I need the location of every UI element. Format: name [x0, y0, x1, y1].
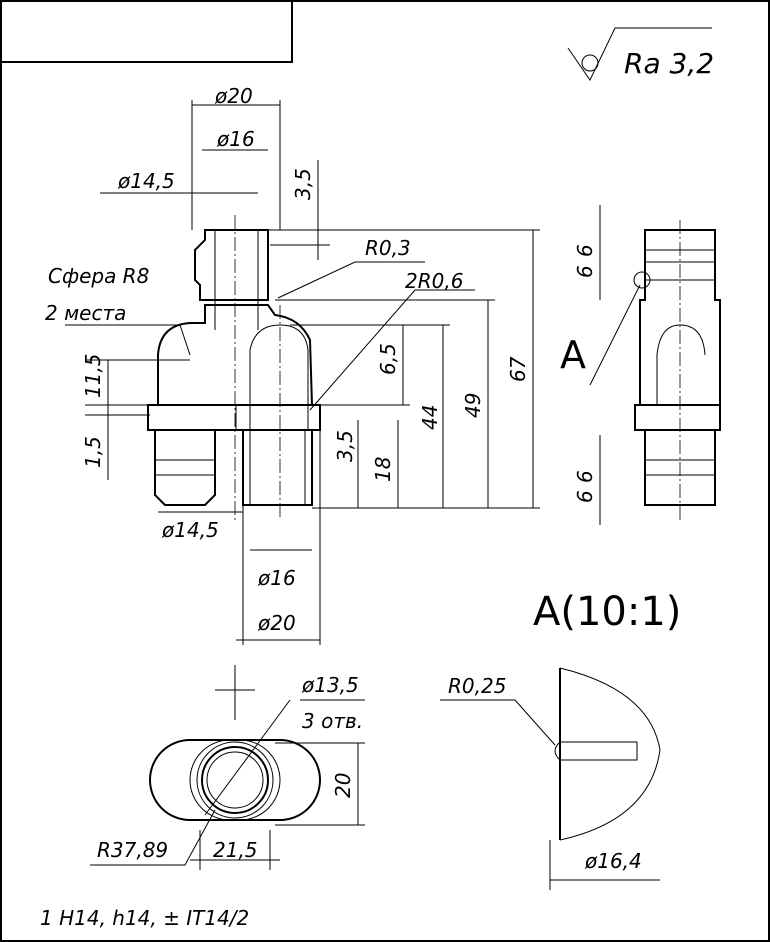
hole-diameter: ø13,5: [301, 673, 359, 697]
sphere-count: 2 места: [45, 301, 126, 325]
tolerance-note: 1 H14, h14, ± IT14/2: [40, 906, 249, 930]
main-view: [65, 100, 540, 645]
side-view: [589, 205, 721, 525]
detail-diameter: ø16,4: [584, 849, 642, 873]
sphere-note: Сфера R8: [48, 264, 149, 288]
side-dim-6-d: 6: [573, 490, 597, 503]
detail-title: A(10:1): [533, 589, 681, 635]
dim-1-5: 1,5: [81, 436, 105, 468]
dim-18: 18: [371, 457, 395, 482]
detail-radius: R0,25: [448, 674, 506, 698]
detail-marker-a: A: [560, 333, 586, 377]
title-box: [1, 1, 293, 63]
side-dim-6-b: 6: [573, 265, 597, 278]
dim-11-5: 11,5: [81, 353, 105, 398]
dim-dia-14-5-bottom: ø14,5: [161, 518, 219, 542]
dim-dia-16-top: ø16: [216, 127, 255, 151]
side-dim-6-a: 6: [573, 244, 597, 257]
dim-3-5-top: 3,5: [291, 168, 315, 200]
dim-49: 49: [461, 393, 485, 418]
dim-dia-20-bottom: ø20: [257, 611, 296, 635]
dim-67: 67: [506, 356, 530, 382]
dim-3-5-low: 3,5: [333, 430, 357, 462]
detail-view: [440, 667, 661, 890]
hole-count: 3 отв.: [302, 709, 363, 733]
top-view: [90, 665, 365, 870]
dim-6-5: 6,5: [376, 343, 400, 375]
top-dim-20: 20: [331, 773, 355, 798]
dim-44: 44: [418, 405, 442, 430]
radius-2r0-6: 2R0,6: [405, 269, 463, 293]
top-dim-21-5: 21,5: [213, 838, 258, 862]
roughness-label: Ra 3,2: [624, 47, 714, 80]
dim-dia-16-bottom: ø16: [257, 566, 296, 590]
roughness-symbol-icon: [567, 27, 712, 81]
radius-r0-3: R0,3: [365, 236, 411, 260]
top-radius: R37,89: [97, 838, 168, 862]
dim-dia-14-5-top: ø14,5: [117, 169, 175, 193]
dim-dia-20-top: ø20: [214, 84, 253, 108]
side-dim-6-c: 6: [573, 470, 597, 483]
